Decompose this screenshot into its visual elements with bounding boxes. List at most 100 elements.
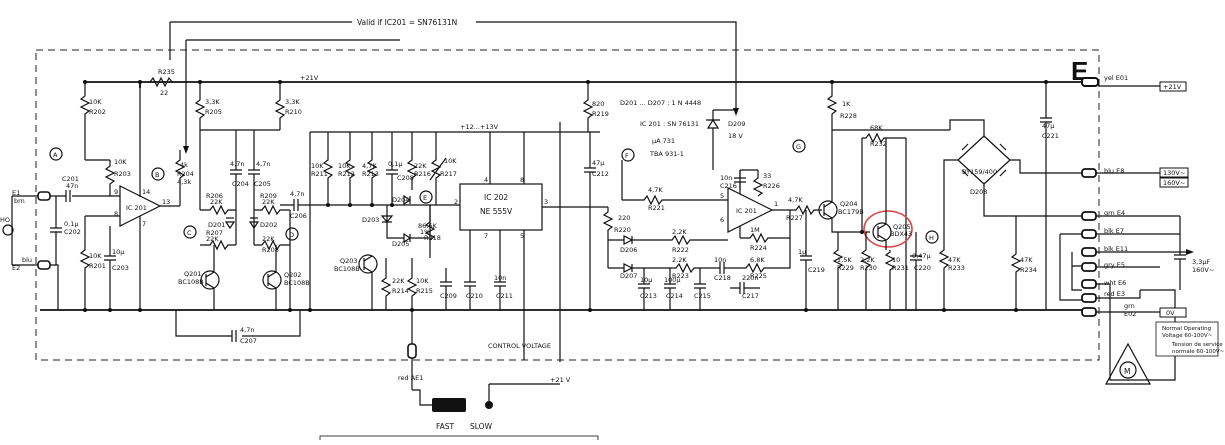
rail-label-21v: +21V (300, 74, 319, 82)
svg-text:10K: 10K (89, 98, 102, 106)
board-outline (35, 49, 1100, 361)
svg-text:10µ: 10µ (112, 248, 124, 256)
zener-d209: D209 18 V (706, 109, 745, 170)
svg-text:D201: D201 (208, 221, 225, 229)
transistor-q203: Q203 BC108B (334, 254, 378, 310)
svg-text:22K: 22K (392, 277, 405, 285)
connector-e1 (37, 191, 51, 201)
svg-text:5: 5 (520, 232, 524, 240)
svg-text:C221: C221 (1042, 132, 1059, 140)
svg-text:R218: R218 (424, 234, 441, 242)
svg-text:C: C (187, 229, 192, 237)
svg-text:C217: C217 (742, 292, 759, 300)
svg-text:10n: 10n (714, 256, 726, 264)
svg-text:5: 5 (720, 192, 724, 200)
svg-text:+21 V: +21 V (550, 376, 571, 384)
svg-text:2,2K: 2,2K (860, 256, 875, 264)
switch-body[interactable] (432, 398, 466, 412)
resistor-r201: 10K R201 (79, 215, 120, 310)
ic202-timer: IC 202 NE 555V 4 8 2 3 7 5 (454, 132, 608, 268)
capacitor-c214: 100µ C214 (664, 268, 683, 310)
svg-text:R205: R205 (205, 108, 222, 116)
svg-text:R226: R226 (763, 182, 780, 190)
connector-e1-label: E1 (12, 189, 20, 197)
svg-text:100µ: 100µ (664, 276, 681, 284)
svg-text:grn: grn (1124, 302, 1135, 310)
resistor-r212: 10K R212 (338, 132, 356, 205)
svg-text:R210: R210 (285, 108, 302, 116)
motor-winding-icon (1104, 342, 1152, 385)
diode-d206: D206 (608, 235, 656, 254)
svg-text:F: F (625, 152, 629, 160)
svg-text:IC 201: IC 201 (126, 204, 147, 212)
svg-text:E02: E02 (1124, 310, 1136, 318)
svg-text:D209: D209 (728, 120, 745, 128)
capacitor-c213: 10µ C213 (638, 268, 657, 310)
svg-text:86,6K: 86,6K (418, 222, 437, 230)
svg-text:Tension de service: Tension de service (1171, 342, 1223, 348)
capacitor-c205: 4,7n C205 (200, 129, 280, 210)
capacitor-c215: C215 (694, 268, 711, 310)
svg-text:14: 14 (142, 188, 150, 196)
right-connectors: blu E8 grn E4 blk E7 blk E11 gry E5 wht … (1059, 167, 1225, 385)
svg-text:B: B (155, 171, 159, 179)
svg-text:R217: R217 (440, 170, 457, 178)
svg-text:47µ: 47µ (1042, 122, 1054, 130)
capacitor-c217: 220n C217 (730, 274, 760, 300)
svg-text:IC 201 : SN 76131: IC 201 : SN 76131 (640, 120, 699, 128)
capacitor-c219: 1µ C219 (798, 210, 825, 310)
speed-switch[interactable]: FAST SLOW (412, 384, 493, 431)
svg-text:22K: 22K (414, 162, 427, 170)
svg-text:R214: R214 (392, 287, 409, 295)
svg-text:R203: R203 (114, 170, 131, 178)
capacitor-c220: 0,47µ C220 (910, 232, 931, 310)
svg-text:130V~: 130V~ (1163, 169, 1185, 177)
svg-text:2,2K: 2,2K (672, 228, 687, 236)
junction-dots (83, 80, 1048, 312)
svg-text:D208: D208 (970, 188, 987, 196)
svg-text:grn E4: grn E4 (1104, 209, 1125, 217)
resistor-r226: 33 R226 (740, 169, 780, 197)
svg-text:R233: R233 (948, 264, 965, 272)
connector-e6 (1081, 279, 1097, 289)
svg-text:22K: 22K (210, 198, 223, 206)
svg-text:D204: D204 (392, 196, 409, 204)
svg-text:R234: R234 (1020, 266, 1037, 274)
svg-text:Q202: Q202 (284, 271, 302, 279)
connector-e02 (1081, 307, 1097, 317)
svg-text:IC 202: IC 202 (484, 193, 508, 202)
svg-text:CONTROL VOLTAGE: CONTROL VOLTAGE (488, 342, 551, 350)
capacitor-c210: C210 (464, 268, 483, 310)
resistor-r234: 47K R234 (1010, 216, 1037, 310)
notes-block: D201 ... D207 : 1 N 4448 IC 201 : SN 761… (620, 99, 701, 158)
transistor-q204: Q204 BC179B (818, 130, 870, 233)
svg-text:3: 3 (544, 198, 548, 206)
resistor-r219: 820 R219 (582, 82, 609, 132)
svg-text:C219: C219 (808, 266, 825, 274)
operating-voltage-box (1155, 321, 1219, 357)
svg-text:R225: R225 (750, 272, 767, 280)
svg-text:13: 13 (162, 198, 170, 206)
svg-text:3,3µF: 3,3µF (1192, 258, 1210, 266)
svg-text:220n: 220n (742, 274, 759, 282)
input-section: E1 brn E2 blu HO C201 47n 0,1µ C202 (0, 175, 120, 310)
svg-text:4,7n: 4,7n (290, 190, 304, 198)
switch-slow-contact[interactable] (485, 401, 493, 409)
svg-text:R221: R221 (648, 204, 665, 212)
svg-text:R223: R223 (672, 272, 689, 280)
svg-text:C205: C205 (254, 180, 271, 188)
svg-text:10K: 10K (416, 277, 429, 285)
svg-text:7: 7 (142, 220, 146, 228)
svg-text:9: 9 (114, 188, 118, 196)
svg-text:NE 555V: NE 555V (480, 207, 513, 216)
svg-text:M: M (1124, 367, 1130, 376)
svg-text:68K: 68K (870, 124, 883, 132)
svg-text:4,7K: 4,7K (362, 162, 377, 170)
svg-text:Q205: Q205 (893, 223, 911, 231)
connector-e2 (37, 260, 51, 270)
svg-text:blu E8: blu E8 (1104, 167, 1124, 175)
connector-e01 (1081, 77, 1099, 87)
capacitor-c218: 10n C218 (710, 256, 731, 282)
terminal-21v-label: +21V (1163, 83, 1182, 91)
test-point-g: G (792, 139, 806, 153)
